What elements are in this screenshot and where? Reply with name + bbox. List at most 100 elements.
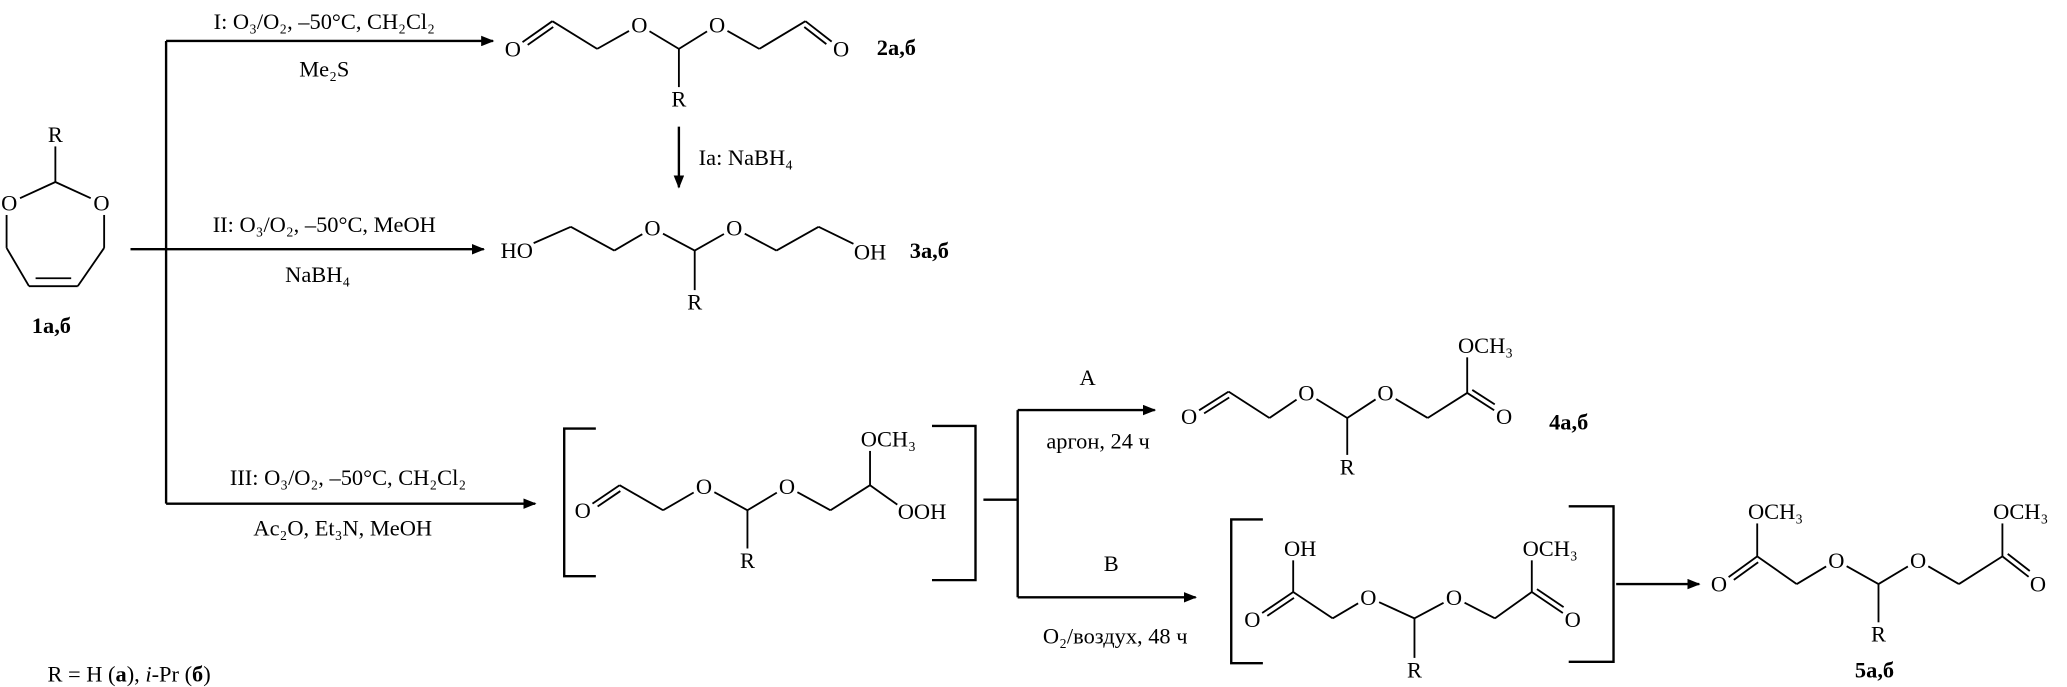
atom-label: O — [2030, 572, 2046, 597]
bond — [533, 225, 572, 244]
bond — [1266, 597, 1295, 617]
step-I-reagent: Me₂S — [299, 57, 349, 82]
atom-label: O — [833, 36, 849, 61]
bond — [1292, 591, 1334, 620]
bond — [54, 181, 92, 200]
bracket-left-peroxide — [563, 427, 596, 578]
bond — [678, 30, 708, 50]
compound-3: HO O O OH R 3а,б — [501, 216, 949, 315]
bond — [1536, 588, 1565, 608]
bond — [1395, 398, 1429, 419]
legend-text: а — [115, 662, 126, 687]
bond — [829, 484, 871, 512]
atom-label: R — [1871, 622, 1886, 647]
atom-label: O — [1360, 585, 1376, 610]
bond — [1494, 591, 1533, 620]
bracket-right-acid — [1568, 505, 1615, 664]
route-A-label: A — [1079, 365, 1096, 390]
bond — [803, 26, 827, 45]
atom-label: O — [1298, 380, 1314, 405]
atom-label: OCH₃ — [1523, 536, 1578, 561]
bond — [758, 20, 806, 50]
route-B-label: B — [1104, 551, 1119, 576]
atom-label: O — [505, 36, 521, 61]
bond — [5, 247, 30, 287]
bond — [804, 20, 833, 43]
intermediate-acid: OH O O O OCH₃ O R — [1244, 536, 1581, 682]
compound-number: 3а,б — [910, 238, 949, 263]
bracket-right-peroxide — [931, 424, 977, 582]
bond — [1531, 591, 1564, 614]
atom-label: R — [48, 122, 63, 147]
atom-label: OCH₃ — [1458, 333, 1513, 358]
atom-label: OCH₃ — [1748, 499, 1803, 524]
atom-label: HO — [501, 238, 533, 263]
bond — [1927, 565, 1960, 585]
atom-label: O — [1828, 548, 1844, 573]
bond — [662, 232, 696, 252]
bond — [1958, 555, 2003, 585]
bond — [869, 484, 898, 506]
compound-number: 4а,б — [1549, 409, 1588, 434]
bond — [818, 226, 854, 245]
bond — [1316, 398, 1348, 419]
bond — [2007, 553, 2031, 572]
atom-label: O — [1565, 607, 1581, 632]
reaction-arrows — [130, 35, 1701, 665]
atom-label: O — [1446, 585, 1462, 610]
atom-label: R — [671, 86, 686, 111]
legend-text: ), — [127, 662, 146, 687]
bond — [649, 30, 680, 50]
atom-label: O — [726, 216, 742, 241]
atom-label: R — [1407, 657, 1422, 682]
atom-label: OCH₃ — [861, 427, 916, 452]
bond — [713, 491, 748, 512]
step-III-reagents: Ac₂O, Et₃N, MeOH — [253, 515, 432, 540]
bond — [1733, 561, 1759, 581]
bond-lines — [5, 20, 2031, 658]
bond — [1756, 555, 1798, 585]
bond — [1471, 389, 1496, 406]
atom-label: OOH — [898, 499, 947, 524]
bond — [1203, 396, 1230, 415]
substituent-legend: R = H (а), i-Pr (б) — [47, 662, 210, 687]
bond — [521, 20, 553, 43]
bond — [746, 491, 778, 512]
bond — [1796, 565, 1827, 585]
route-A-conditions: аргон, 24 ч — [1046, 428, 1149, 453]
bond — [1198, 390, 1230, 412]
legend-text: ) — [203, 662, 210, 687]
atom-label: R — [687, 289, 702, 314]
route-B-conditions: O₂/воздух, 48 ч — [1043, 623, 1188, 648]
compound-4: O O O OCH₃ O R 4а,б — [1181, 333, 1588, 479]
bond — [775, 226, 820, 252]
bond — [662, 491, 695, 512]
compound-number: 2а,б — [877, 35, 916, 60]
atom-label: O — [1, 191, 17, 216]
bond — [19, 181, 56, 200]
bond — [570, 226, 615, 252]
atom-label: R — [740, 548, 755, 573]
atom-label: OH — [1284, 536, 1316, 561]
bond — [1846, 565, 1879, 585]
bond — [597, 490, 621, 508]
step-II-conditions: II: O₃/O₂, –50°C, MeOH — [213, 212, 436, 237]
bond — [1466, 392, 1495, 412]
bond — [1427, 392, 1468, 419]
atom-label: O — [1496, 404, 1512, 429]
atom-label: O — [1711, 572, 1727, 597]
bond — [744, 232, 777, 252]
atom-label: O — [696, 474, 712, 499]
atom-label: O — [631, 13, 647, 38]
atom-label: OCH₃ — [1993, 499, 2048, 524]
atom-label: O — [1244, 607, 1260, 632]
bond — [1878, 565, 1909, 585]
bond — [1464, 601, 1496, 620]
compound-5: OCH₃ O O O OCH₃ O R 5а,б — [1711, 499, 2048, 682]
bond — [1332, 602, 1359, 620]
bond — [613, 233, 643, 252]
step-Ia-conditions: Ia: NaBH₄ — [699, 145, 793, 170]
legend-text: R = H ( — [47, 662, 115, 687]
bond — [1261, 591, 1294, 614]
